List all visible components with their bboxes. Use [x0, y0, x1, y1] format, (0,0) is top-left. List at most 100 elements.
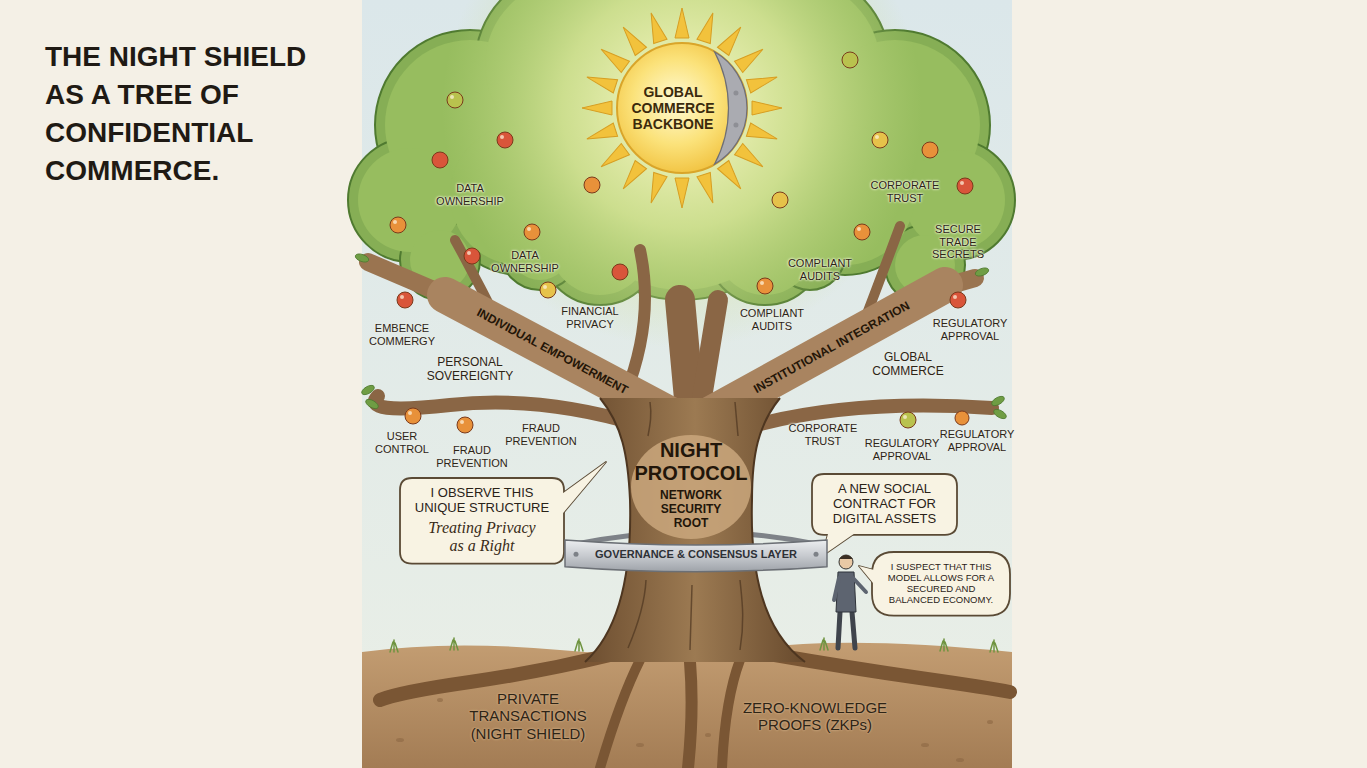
observer-figure: [838, 612, 855, 648]
branch-label: SECURE TRADE SECRETS: [926, 223, 991, 261]
branch-label: DATA OWNERSHIP: [488, 249, 563, 274]
branch-label: FRAUD PREVENTION: [499, 422, 584, 447]
fruit-highlights: [527, 227, 531, 231]
sun-rays: [697, 172, 720, 205]
fruits: [464, 248, 480, 264]
sun-rays: [585, 123, 618, 146]
branch-label: REGULATORY APPROVAL: [860, 437, 945, 462]
grass-tufts: [990, 640, 998, 652]
node-heading: GOVERNANCE & CONSENSUS LAYER: [575, 548, 817, 561]
bubble-body: [812, 474, 957, 535]
fruit-highlights: [960, 181, 964, 185]
grass-tufts: [390, 640, 398, 652]
fruit-highlights: [953, 295, 957, 299]
leaves: [364, 397, 380, 410]
fruits: [405, 408, 421, 424]
fruits: [540, 282, 556, 298]
fruit-highlights: [857, 227, 861, 231]
fruit-highlights: [408, 411, 412, 415]
tree-roots: [380, 655, 610, 700]
tree-trunk: [585, 398, 805, 662]
leaves: [992, 407, 1008, 420]
fruit-highlights: [450, 95, 454, 99]
fruits: [447, 92, 463, 108]
soil-specks: [705, 733, 711, 737]
fruits: [950, 292, 966, 308]
leaves: [354, 252, 1008, 420]
trunk-label: NETWORK SECURITY ROOT: [651, 489, 731, 530]
grass-tufts: [940, 639, 948, 651]
branch-label: EMBENCE COMMERGY: [365, 322, 440, 347]
fruits: [497, 132, 513, 148]
sun-rays: [752, 101, 782, 115]
branch-label: USER CONTROL: [371, 430, 433, 455]
sun-rays: [585, 70, 618, 93]
sun-rays: [618, 23, 647, 55]
grass-tufts: [820, 638, 828, 650]
leaves: [354, 252, 370, 263]
branch-label: REGULATORY APPROVAL: [928, 317, 1013, 342]
fruits: [390, 217, 406, 233]
tree-trunk: [740, 580, 743, 650]
bubble-tail-fill: [822, 529, 861, 556]
fruits: [397, 292, 413, 308]
tree-trunk: [585, 398, 805, 662]
bubble-body: [400, 478, 564, 564]
ring-band: [565, 540, 827, 572]
node-heading: GLOBAL COMMERCE BACKBONE: [623, 84, 723, 132]
fruits: [955, 411, 969, 425]
grass-tufts: [450, 638, 458, 650]
node-heading: I OBSERVE THIS UNIQUE STRUCTURE: [412, 486, 552, 516]
tree-branches: [375, 396, 640, 425]
fruits: [922, 142, 938, 158]
tree-trunk: [752, 398, 805, 662]
sun-rays: [735, 143, 767, 172]
branch-label: GLOBAL COMMERCE: [868, 351, 948, 379]
tree-roots: [722, 660, 740, 768]
thought-bubble: I SUSPECT THAT THIS MODEL ALLOWS FOR A S…: [872, 552, 1010, 616]
leaves: [974, 266, 990, 277]
soil-specks: [636, 743, 644, 747]
tree-branches: [368, 226, 992, 428]
tree-roots: [600, 660, 640, 768]
observer-figure: [834, 578, 839, 600]
bubble-tail-fill: [859, 566, 878, 589]
ring-rivet: [814, 552, 819, 557]
fruits: [872, 132, 888, 148]
sun-rays: [597, 143, 629, 172]
sun-rays: [675, 178, 689, 208]
fruits: [612, 264, 628, 280]
grass-tufts: [390, 638, 998, 652]
root-label: PRIVATE TRANSACTIONS (NIGHT SHIELD): [463, 690, 593, 742]
fruits: [772, 192, 788, 208]
soil-specks: [437, 698, 443, 702]
sun-rays: [597, 44, 629, 73]
grass-tufts: [575, 639, 583, 651]
branch-label: PERSONAL SOVEREIGNTY: [420, 356, 520, 384]
tree-roots: [775, 655, 1010, 692]
sun-rays: [675, 8, 689, 38]
fruits: [957, 178, 973, 194]
sun-rays: [697, 11, 720, 44]
fruits: [757, 278, 773, 294]
ring-rivet: [574, 552, 579, 557]
sun-rays: [644, 11, 667, 44]
sun-rays: [618, 161, 647, 193]
speech-bubble: A NEW SOCIAL CONTRACT FOR DIGITAL ASSETS: [812, 474, 957, 535]
fruit-highlights: [500, 135, 504, 139]
diagram-title: THE NIGHT SHIELD AS A TREE OF CONFIDENTI…: [45, 38, 337, 190]
soil-specks: [921, 743, 929, 747]
observer-figure: [839, 555, 853, 569]
sun-rays: [582, 8, 782, 208]
leaves: [360, 383, 376, 396]
consensus-ring: GOVERNANCE & CONSENSUS LAYER: [565, 536, 827, 571]
tree-roots: [688, 662, 692, 768]
moon-crater: [733, 91, 738, 96]
sun-rays: [717, 161, 746, 193]
fruit-highlights: [400, 295, 404, 299]
fruits: [854, 224, 870, 240]
tree-branches: [680, 300, 690, 410]
trunk-label: NIGHT PROTOCOL: [629, 439, 753, 485]
